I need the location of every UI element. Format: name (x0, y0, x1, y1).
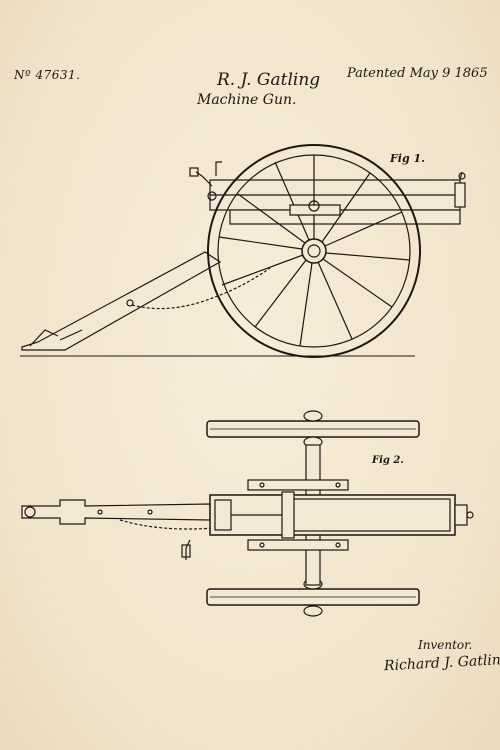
figure-1-label: Fig 1. (390, 152, 425, 165)
invention-title: Machine Gun. (197, 92, 297, 108)
patent-number: Nº 47631. (14, 68, 81, 82)
inventor-label: Inventor. (418, 638, 473, 652)
figure-1-side-view (20, 144, 466, 358)
inventor-name: R. J. Gatling (217, 70, 321, 90)
figure-2-label: Fig 2. (372, 455, 404, 466)
figure-2-top-view (21, 410, 474, 617)
patent-date: Patented May 9 1865 (347, 66, 488, 81)
